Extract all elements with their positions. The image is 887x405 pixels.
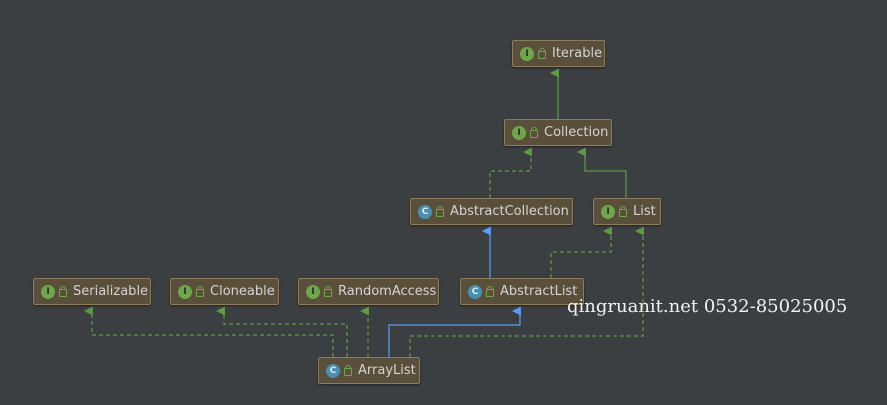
node-label: AbstractList	[500, 284, 578, 299]
lock-icon	[196, 285, 204, 297]
abstract-class-icon: C	[418, 204, 432, 219]
lock-icon	[324, 285, 332, 297]
edge-arraylist-list	[409, 226, 644, 357]
node-label: RandomAccess	[338, 284, 437, 299]
node-iterable[interactable]: I Iterable	[512, 40, 605, 67]
node-label: Iterable	[552, 46, 603, 61]
node-label: Collection	[544, 125, 609, 140]
lock-icon	[619, 205, 627, 217]
node-serializable[interactable]: I Serializable	[33, 278, 151, 305]
node-label: Cloneable	[210, 284, 275, 299]
lock-icon	[344, 364, 352, 376]
node-label: AbstractCollection	[450, 204, 569, 219]
edge-abstractcollection-collection	[489, 147, 532, 198]
node-collection[interactable]: I Collection	[504, 119, 612, 146]
edge-abstractlist-list	[550, 226, 612, 278]
watermark-text: qingruanit.net 0532-85025005	[567, 296, 848, 317]
lock-icon	[436, 205, 444, 217]
lock-icon	[538, 47, 546, 59]
node-random-access[interactable]: I RandomAccess	[298, 278, 439, 305]
lock-icon	[486, 285, 494, 297]
class-icon: C	[326, 363, 340, 378]
node-list[interactable]: I List	[593, 198, 661, 225]
lock-icon	[59, 285, 67, 297]
edge-arraylist-serializable	[83, 306, 334, 357]
node-array-list[interactable]: C ArrayList	[318, 357, 420, 384]
interface-icon: I	[306, 284, 320, 299]
interface-icon: I	[601, 204, 615, 219]
node-cloneable[interactable]: I Cloneable	[170, 278, 279, 305]
edge-arraylist-cloneable	[215, 306, 348, 357]
lock-icon	[530, 126, 538, 138]
edge-list-collection	[576, 147, 627, 198]
abstract-class-icon: C	[468, 284, 482, 299]
node-label: ArrayList	[358, 363, 416, 378]
interface-icon: I	[520, 46, 534, 61]
edge-arraylist-abstractlist	[388, 306, 521, 357]
node-abstract-list[interactable]: C AbstractList	[460, 278, 584, 305]
interface-icon: I	[178, 284, 192, 299]
interface-icon: I	[512, 125, 526, 140]
interface-icon: I	[41, 284, 55, 299]
node-label: Serializable	[73, 284, 149, 299]
node-abstract-collection[interactable]: C AbstractCollection	[410, 198, 573, 225]
node-label: List	[633, 204, 656, 219]
